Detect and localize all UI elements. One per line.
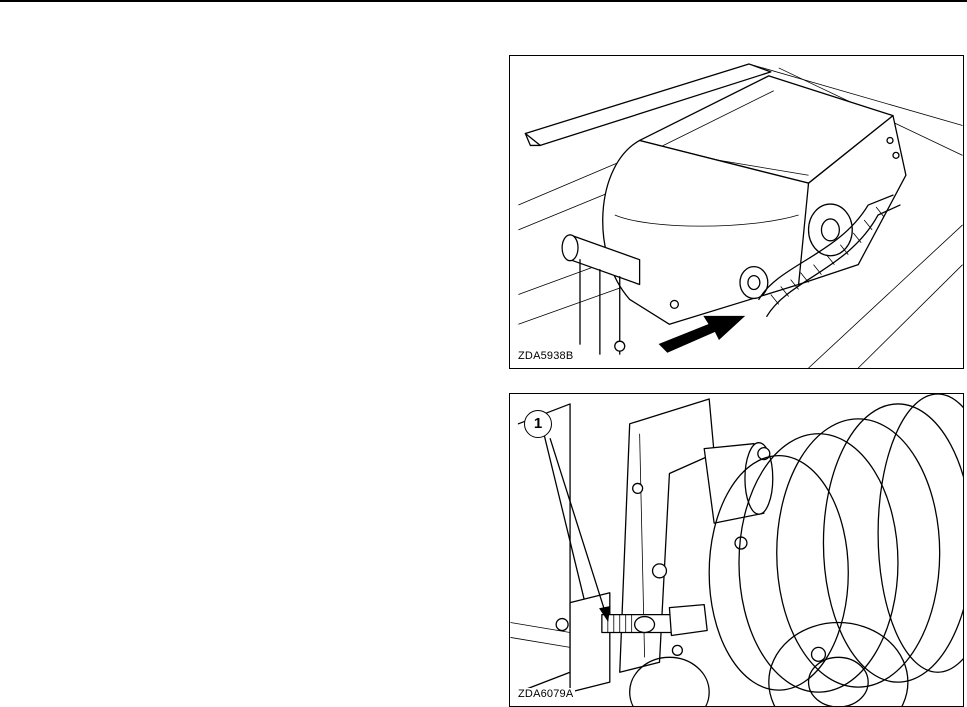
belt-drive-cover-illustration [510,56,963,368]
pulley-adjustment-illustration [510,394,963,706]
figure-belt-cover: ZDA5938B [509,55,964,369]
figure-code: ZDA6079A [516,688,575,701]
figure-code: ZDA5938B [516,350,575,363]
callout-1: 1 [524,410,552,438]
figure-pulley-adjustment: 1 ZDA6079A [509,393,964,707]
header-rule [0,0,967,2]
